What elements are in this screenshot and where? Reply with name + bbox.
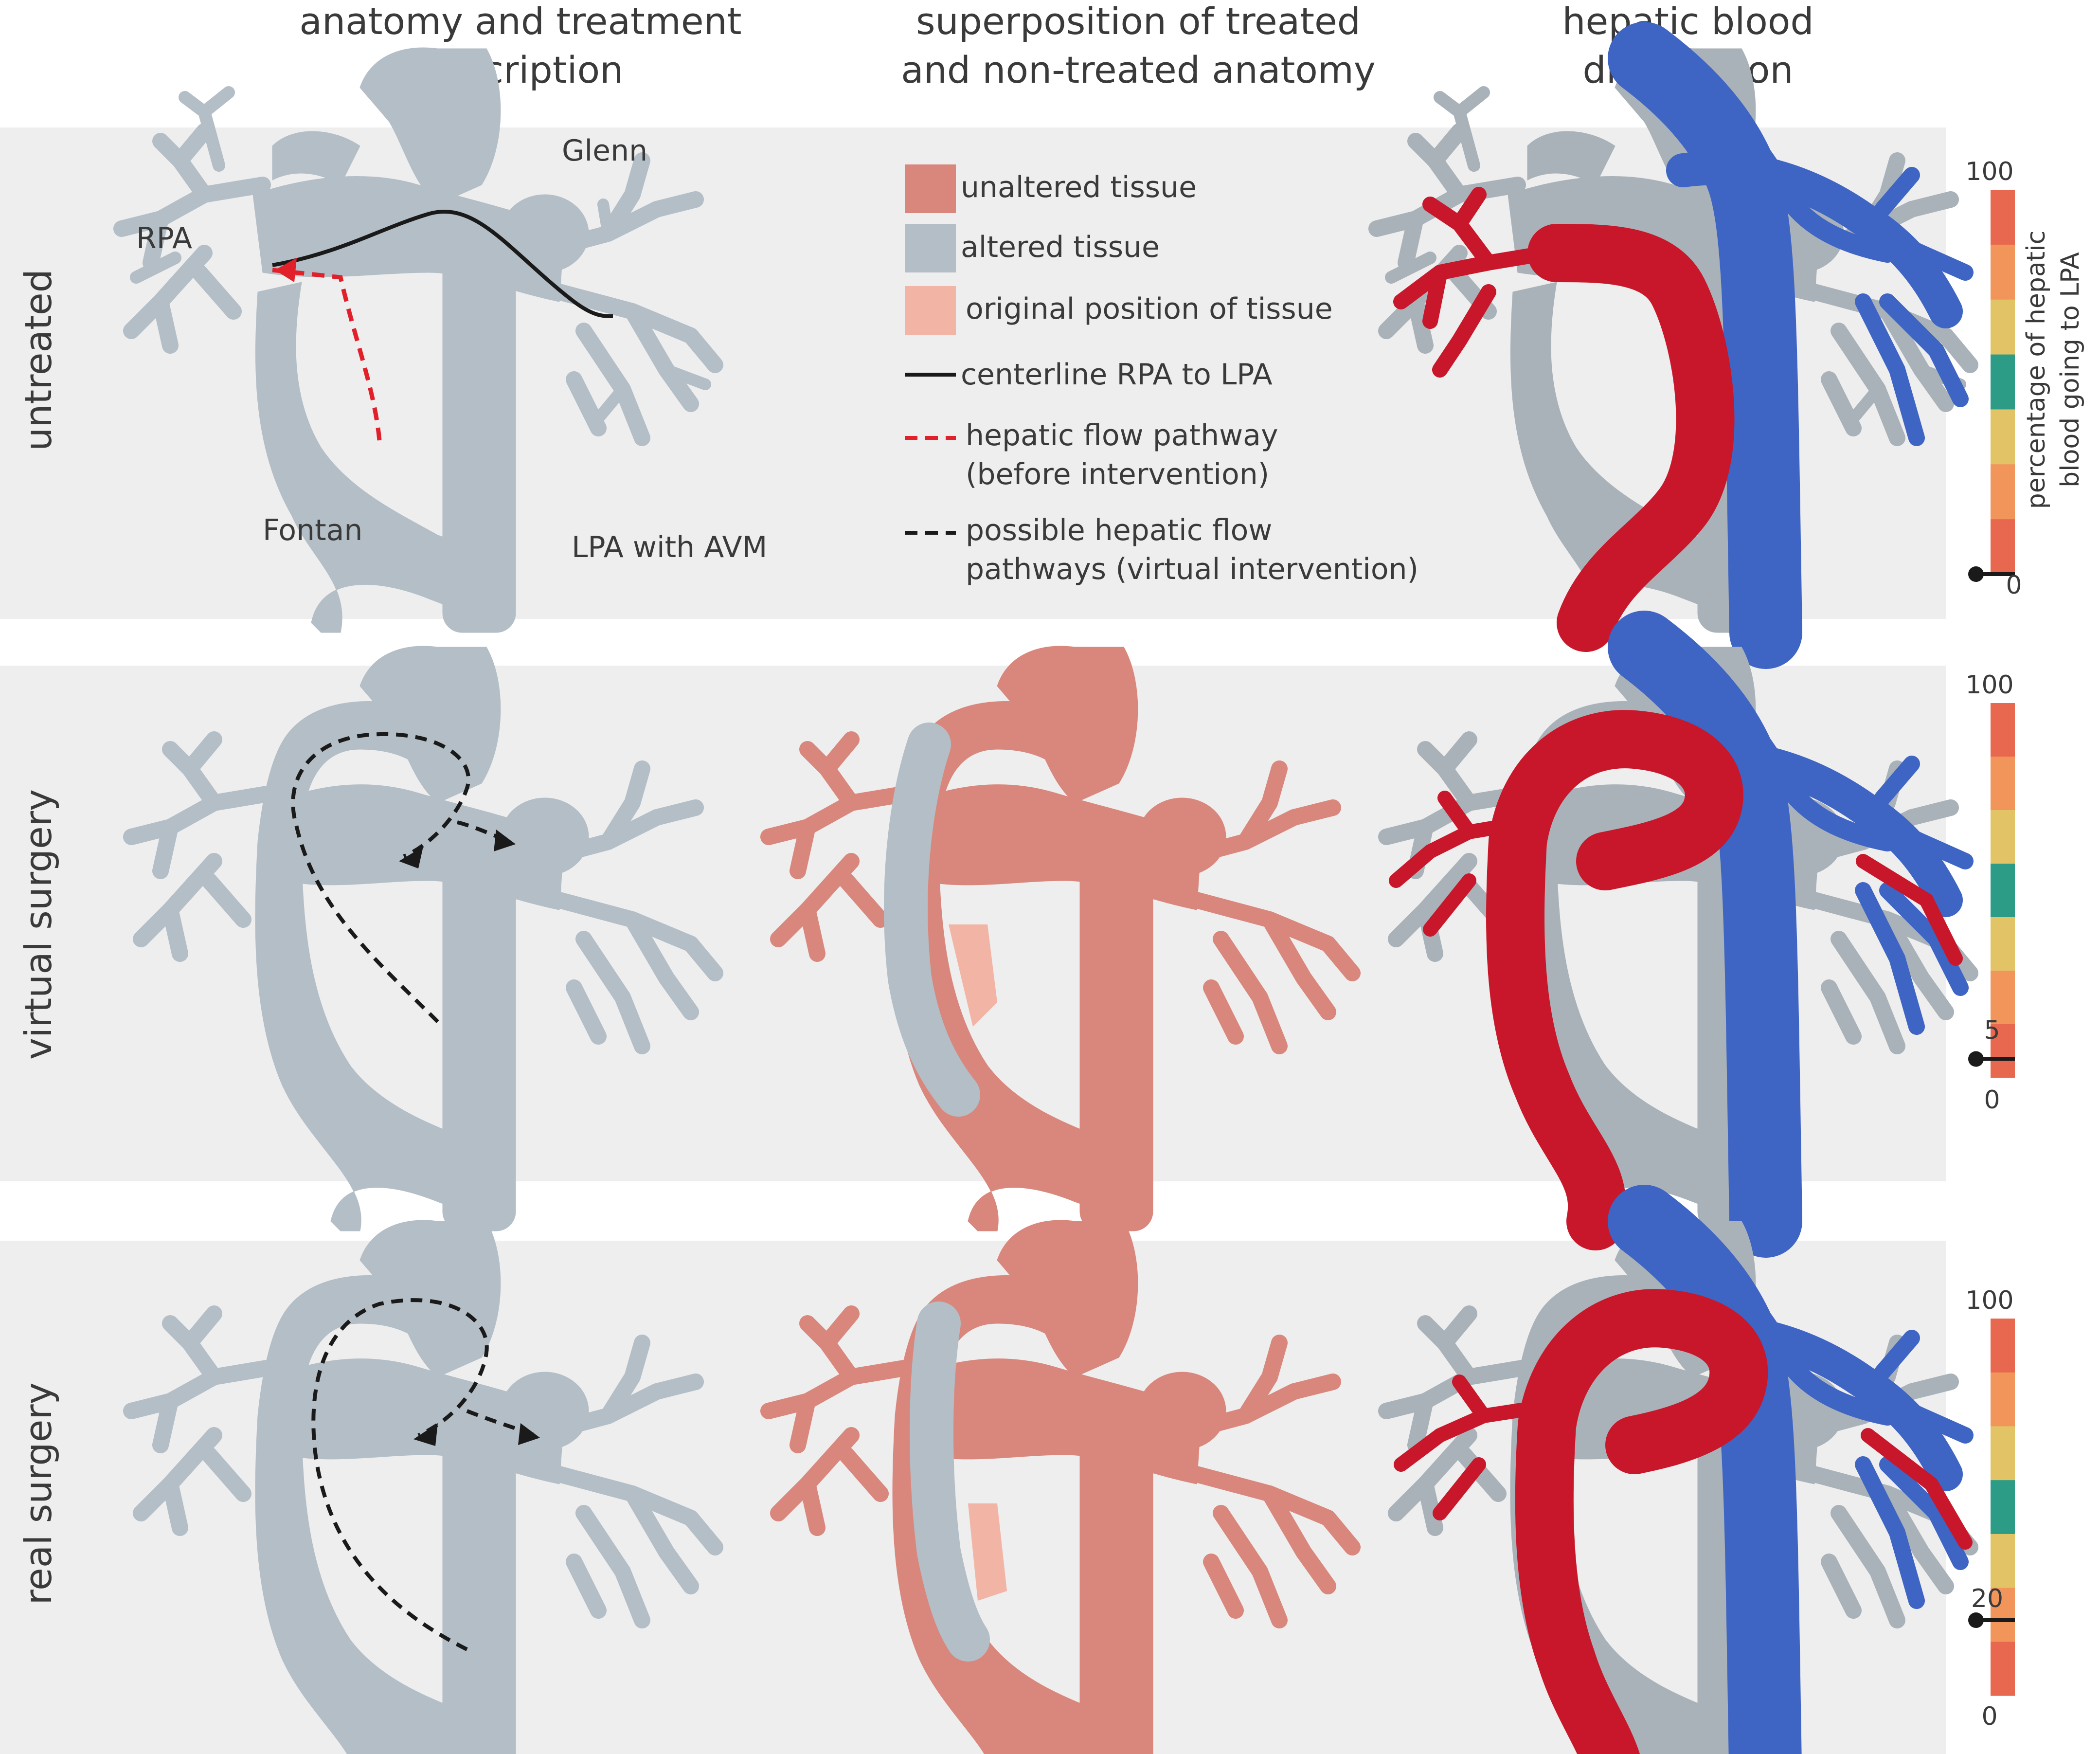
col-title-3a: hepatic blood — [1562, 0, 1813, 43]
scale-segment — [1991, 917, 2015, 971]
scale-segment — [1991, 1319, 2015, 1373]
scale-title-2: blood going to LPA — [2056, 252, 2085, 488]
legend-hepatic-1: hepatic flow pathway — [966, 418, 1278, 452]
legend-unaltered: unaltered tissue — [961, 170, 1197, 204]
col-title-2b: and non-treated anatomy — [901, 48, 1376, 91]
scale-min-untreated: 0 — [2006, 571, 2022, 600]
scale-segment — [1991, 757, 2015, 811]
scale-segment — [1991, 1534, 2015, 1589]
path-arrow-icon — [494, 830, 516, 851]
scale-segment — [1991, 519, 2015, 575]
scale-segment — [1991, 464, 2015, 520]
scale-max-virtual: 100 — [1965, 670, 2013, 700]
column-titles: anatomy and treatment description superp… — [299, 0, 1813, 91]
scale-max-untreated: 100 — [1965, 157, 2013, 186]
col-title-2a: superposition of treated — [916, 0, 1361, 43]
path-arrow-icon — [413, 1423, 438, 1446]
streamlines-real-surgery — [1386, 1220, 1970, 1754]
streamlines-virtual-surgery — [1386, 646, 1970, 1231]
scale-min-real: 0 — [1981, 1702, 1997, 1731]
path-arrow-icon — [518, 1423, 540, 1445]
legend-possible-2: pathways (virtual intervention) — [966, 552, 1418, 586]
row-label-virtual-surgery: virtual surgery — [17, 789, 60, 1060]
scale-marker-dot — [1968, 1612, 1984, 1628]
path-arrow-icon — [399, 847, 423, 868]
scale-title: percentage of hepatic blood going to LPA — [2022, 231, 2085, 509]
scale-segment — [1991, 409, 2015, 465]
scale-marker-label-real: 20 — [1971, 1584, 2003, 1613]
scale-segment — [1991, 1024, 2015, 1078]
legend-swatch-altered — [905, 224, 956, 272]
scale-segment — [1991, 244, 2015, 300]
legend-swatch-original — [905, 286, 956, 335]
scale-segment — [1991, 703, 2015, 757]
scale-segment — [1991, 1642, 2015, 1696]
superposition-real-surgery — [769, 1220, 1352, 1754]
possible-path-virtual-b — [457, 820, 512, 844]
superposition-virtual-surgery — [769, 646, 1352, 1231]
legend: unaltered tissue altered tissue original… — [905, 164, 1418, 586]
col-title-1a: anatomy and treatment — [299, 0, 741, 43]
scale-segment — [1991, 1372, 2015, 1427]
color-scale-virtual-surgery — [1968, 703, 2015, 1078]
scale-title-1: percentage of hepatic — [2022, 231, 2051, 509]
label-lpa-with-avm: LPA with AVM — [572, 530, 767, 564]
row-label-untreated: untreated — [17, 269, 60, 451]
label-rpa: RPA — [136, 221, 192, 255]
color-scale-untreated — [1968, 190, 2015, 582]
legend-original: original position of tissue — [966, 292, 1333, 326]
legend-altered: altered tissue — [961, 230, 1160, 264]
scale-segment — [1991, 299, 2015, 355]
color-scale-real-surgery — [1968, 1319, 2015, 1696]
scale-segment — [1991, 810, 2015, 864]
legend-hepatic-2: (before intervention) — [966, 457, 1269, 491]
legend-possible-1: possible hepatic flow — [966, 513, 1272, 547]
scale-segment — [1991, 1588, 2015, 1642]
possible-path-real — [311, 1298, 489, 1651]
scale-segment — [1991, 864, 2015, 918]
hepatic-flow-path-untreated — [272, 268, 382, 441]
label-fontan: Fontan — [263, 513, 362, 547]
scale-max-real: 100 — [1965, 1286, 2013, 1315]
scale-segment — [1991, 1426, 2015, 1481]
scale-marker-dot — [1968, 1051, 1984, 1067]
scale-segment — [1991, 971, 2015, 1025]
scale-marker-label-virtual: 5 — [1984, 1016, 2000, 1045]
legend-swatch-unaltered — [905, 164, 956, 213]
legend-centerline: centerline RPA to LPA — [961, 358, 1273, 392]
scale-segment — [1991, 190, 2015, 245]
centerline-rpa-lpa — [272, 210, 613, 318]
scale-segment — [1991, 1480, 2015, 1535]
possible-path-virtual — [291, 732, 471, 1023]
scale-marker-dot — [1968, 566, 1984, 582]
scale-min-virtual: 0 — [1984, 1085, 2000, 1115]
label-glenn: Glenn — [562, 134, 647, 168]
hepatic-flow-arrow-icon — [275, 258, 297, 282]
row-label-real-surgery: real surgery — [17, 1382, 60, 1605]
scale-segment — [1991, 354, 2015, 410]
